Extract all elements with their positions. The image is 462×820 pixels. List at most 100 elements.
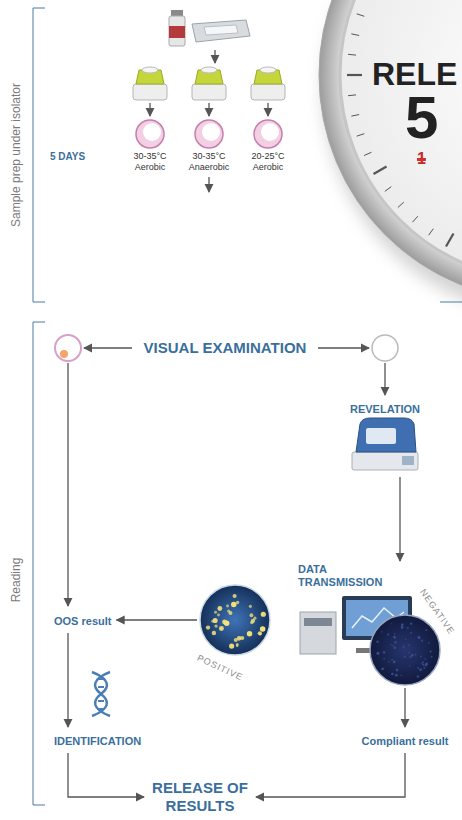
- colony-dot: [260, 626, 266, 632]
- colony-dot: [394, 641, 396, 643]
- result-step: Compliant result: [360, 729, 451, 751]
- clock-tick: [398, 202, 404, 207]
- clock-number: 5: [405, 88, 438, 148]
- revelation-step: REVELATION: [345, 399, 425, 475]
- flow-arrow: [399, 477, 400, 561]
- pump-unit: [192, 67, 226, 100]
- colony-dot: [214, 611, 217, 614]
- step-label: REVELATION: [350, 403, 420, 416]
- filter-window: [204, 25, 238, 35]
- colony-dot: [226, 605, 229, 608]
- flow-arrow: [208, 177, 209, 192]
- result-step: OOS result: [52, 609, 113, 631]
- plate-disc: [200, 585, 270, 655]
- colony-dot: [408, 644, 410, 646]
- revelation-instrument: [352, 418, 418, 470]
- colony-dot: [423, 667, 425, 669]
- petri-dish-center: [143, 123, 161, 141]
- colony-dot: [391, 673, 394, 676]
- pump-base: [192, 84, 226, 100]
- colony-dot: [410, 622, 412, 624]
- clock-tick: [347, 74, 362, 76]
- colony-dot: [217, 614, 220, 617]
- step-label: DATA TRANSMISSION: [298, 563, 390, 589]
- colony-dot: [420, 656, 422, 658]
- filter-icon: [192, 20, 250, 42]
- colony-dot: [383, 651, 386, 654]
- pump-cap: [260, 67, 276, 73]
- colony-dot: [212, 631, 216, 635]
- flow-arrow: [384, 363, 385, 395]
- clock-tick: [351, 115, 359, 117]
- identification-step: IDENTIFICATION: [52, 729, 143, 751]
- colony-dot: [393, 636, 396, 639]
- colony-dot: [206, 625, 210, 629]
- negative-plate: NEGATIVE: [369, 614, 441, 686]
- colony-dot: [393, 646, 396, 649]
- clock-tick: [357, 134, 365, 136]
- pump-cap: [201, 67, 217, 73]
- incubation-label: 30-35°C Anaerobic: [184, 151, 234, 173]
- colony-dot: [403, 645, 405, 647]
- duration-label: 5 DAYS: [50, 151, 85, 163]
- flow-arrow: [318, 347, 369, 348]
- colony-dot: [60, 350, 68, 358]
- colony-dot: [400, 675, 402, 677]
- flow-arrow: [84, 347, 132, 348]
- clock-tick: [357, 14, 365, 16]
- colony-dot: [250, 613, 254, 617]
- colony-dot: [422, 661, 424, 663]
- positive-plate-image: [199, 584, 271, 656]
- section-bracket: [33, 8, 45, 302]
- struck-number: 1: [417, 150, 426, 168]
- petri-dish: [195, 120, 223, 148]
- flow-arrow: [68, 753, 144, 797]
- colony-dot: [383, 658, 385, 660]
- colony-dot: [236, 644, 239, 647]
- colony-dot: [417, 667, 419, 669]
- section-bracket: [440, 302, 462, 303]
- colony-dot: [404, 656, 406, 658]
- petri-dish: [254, 120, 282, 148]
- transmission-step: DATA TRANSMISSIONPOSITIVENEGATIVE: [298, 563, 422, 655]
- vial-cap: [171, 10, 183, 16]
- colony-dot: [390, 644, 392, 646]
- colony-dot: [394, 637, 396, 639]
- flow-arrow: [404, 688, 405, 727]
- colony-dot: [408, 652, 410, 654]
- colony-dot: [392, 645, 394, 647]
- filter-body: [192, 20, 250, 42]
- flow-arrow: [149, 103, 150, 116]
- vial-body: [169, 16, 185, 46]
- colony-dot: [411, 654, 414, 657]
- petri-dish-center: [261, 123, 279, 141]
- colony-dot: [418, 636, 421, 639]
- petri-dish: [136, 120, 164, 148]
- colony-dot: [381, 631, 383, 633]
- clock-face: [340, 0, 462, 280]
- step-heading: VISUAL EXAMINATION: [140, 337, 311, 359]
- colony-dot: [261, 612, 266, 617]
- colony-dot: [259, 632, 262, 635]
- colony-dot: [231, 602, 236, 607]
- colony-dot: [395, 674, 398, 677]
- step-label: RELEASE OF RESULTS: [148, 779, 252, 815]
- dna-rungs: [97, 679, 105, 709]
- colony-dot: [429, 650, 431, 652]
- colony-dot: [387, 633, 389, 635]
- clock-tick: [348, 94, 356, 96]
- section-bracket: [33, 322, 45, 805]
- petri-dish-center: [202, 123, 220, 141]
- colony-dot: [381, 668, 383, 670]
- instrument-body: [356, 418, 416, 452]
- colony-dot: [425, 663, 427, 665]
- instrument-base: [352, 452, 418, 470]
- colony-dot: [217, 606, 222, 611]
- section-label: Sample prep under isolator: [9, 83, 23, 227]
- colony-dot: [431, 656, 433, 658]
- colony-dot: [425, 663, 427, 665]
- clock-ticks: [347, 0, 462, 273]
- colony-dot: [237, 636, 242, 641]
- flow-arrow: [67, 633, 68, 727]
